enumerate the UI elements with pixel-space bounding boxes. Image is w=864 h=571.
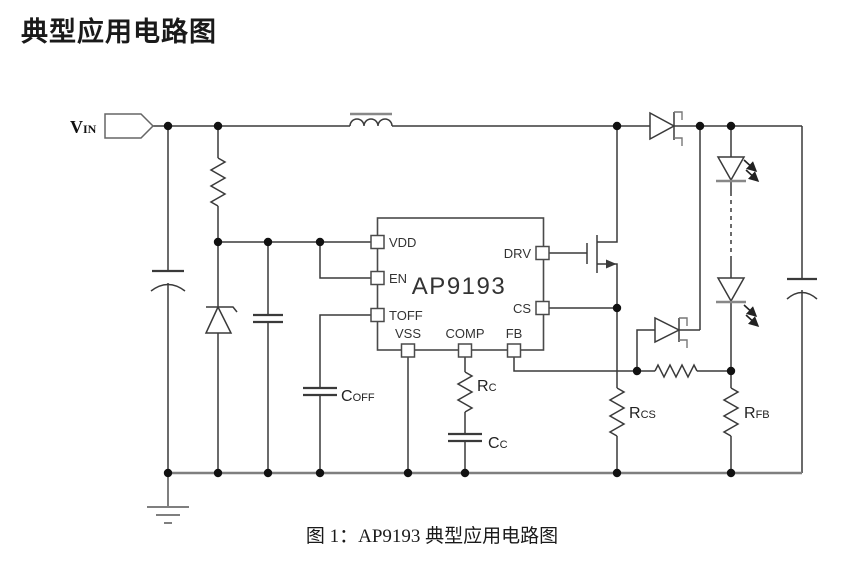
pin-label-vss: VSS	[395, 326, 421, 341]
vin-label: VIN	[70, 117, 97, 137]
led-1	[716, 156, 760, 183]
pin-label-comp: COMP	[446, 326, 485, 341]
pin-vdd	[370, 234, 385, 250]
cc-capacitor	[448, 432, 482, 443]
wire-toff-coff	[319, 314, 371, 473]
pin-cs	[535, 300, 550, 316]
wire-fb	[513, 357, 731, 372]
pin-label-drv: DRV	[504, 246, 532, 261]
pin-label-fb: FB	[506, 326, 523, 341]
pin-label-vdd: VDD	[389, 235, 416, 250]
led-2-light-arrow	[743, 304, 758, 318]
schottky-diode-1	[649, 111, 683, 146]
power-mosfet	[586, 235, 617, 273]
resistor-rfb	[722, 387, 740, 437]
resistor-fb-series	[654, 363, 698, 379]
pin-drv	[535, 245, 550, 261]
input-capacitor	[150, 269, 186, 292]
pin-vss	[400, 343, 416, 358]
led-2	[716, 277, 760, 328]
figure-caption: 图 1：AP9193 典型应用电路图	[305, 526, 559, 547]
wires	[153, 125, 803, 507]
led-2-light-arrow	[745, 314, 760, 328]
wire-diode2-branch	[636, 126, 701, 371]
resistor-r1	[209, 157, 227, 207]
pin-toff	[370, 307, 385, 323]
led-1-light-arrow	[743, 159, 758, 173]
pin-fb	[506, 343, 522, 358]
vdd-bypass-capacitor	[253, 313, 283, 324]
wire-drain	[597, 126, 618, 243]
pin-label-toff: TOFF	[389, 308, 423, 323]
wire-en	[319, 242, 371, 279]
rcs-label: RCS	[629, 405, 656, 422]
rc-label: RC	[477, 378, 497, 395]
ground-symbol	[147, 506, 189, 524]
zener-diode	[204, 305, 238, 334]
coff-label: COFF	[341, 388, 375, 405]
junction-dots	[163, 121, 736, 478]
rfb-label: RFB	[744, 405, 770, 422]
vin-input-tag	[104, 113, 155, 139]
inductor	[349, 112, 393, 127]
resistor-rc	[456, 371, 474, 413]
pin-comp	[457, 343, 473, 358]
cc-label: CC	[488, 435, 508, 452]
output-capacitor	[786, 277, 818, 300]
ic-name-label: AP9193	[412, 273, 506, 300]
ic-ap9193	[370, 217, 550, 358]
pin-en	[370, 270, 385, 286]
page-title: 典型应用电路图	[21, 17, 217, 47]
pin-label-en: EN	[389, 271, 407, 286]
mosfet-source-arrow	[606, 259, 617, 269]
led-1-light-arrow	[745, 169, 760, 183]
wire-source	[597, 263, 618, 308]
schottky-diode-2	[654, 316, 688, 348]
coff-capacitor	[303, 386, 337, 397]
resistor-rcs	[608, 387, 626, 437]
pin-label-cs: CS	[513, 301, 531, 316]
